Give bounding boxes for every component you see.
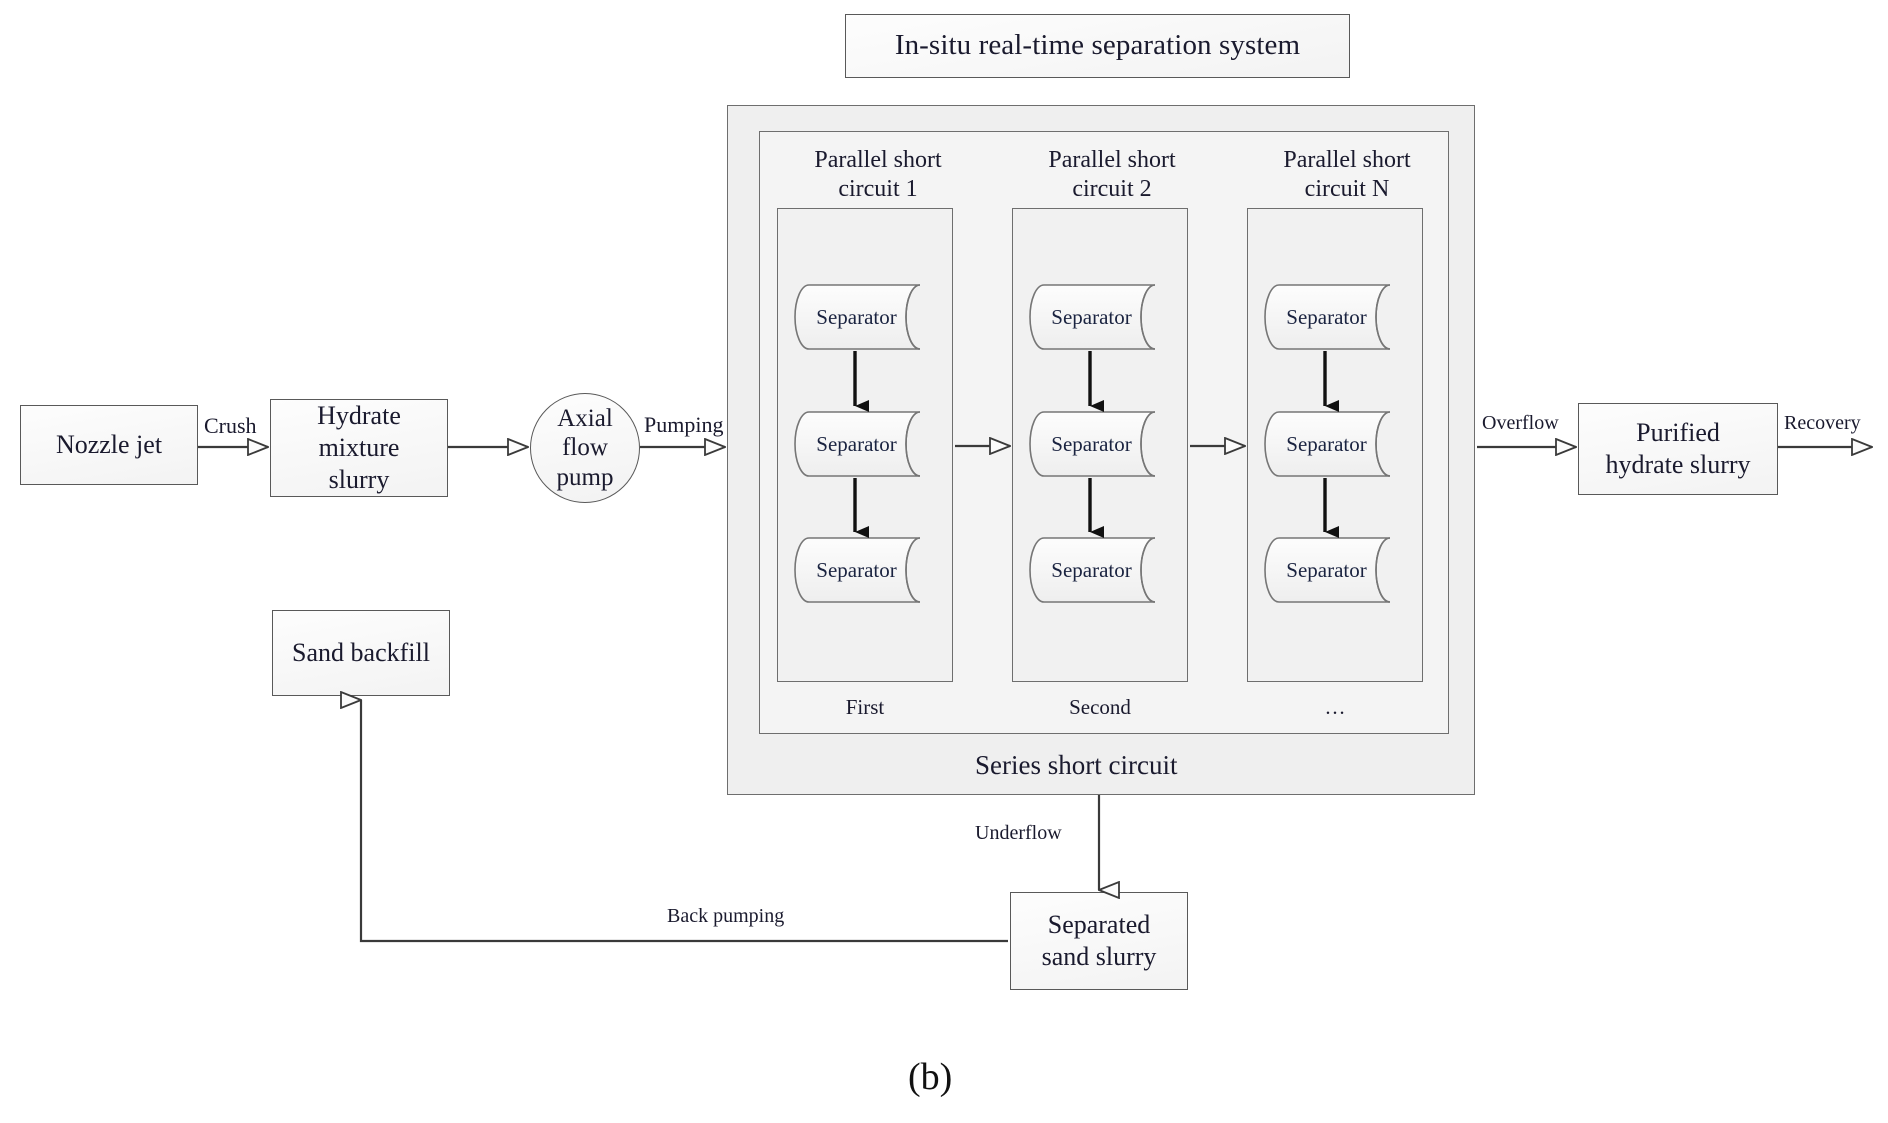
separator-c2-r2-label: Separator: [1051, 431, 1132, 456]
axial-flow-pump-node[interactable]: Axial flow pump: [530, 393, 640, 503]
separator-c2-r3[interactable]: Separator: [1028, 536, 1173, 604]
column-3-header: Parallel short circuit N: [1247, 146, 1447, 204]
separator-c1-r1-label: Separator: [816, 304, 897, 329]
column-2-caption: Second: [1069, 695, 1131, 719]
separator-c1-r1[interactable]: Separator: [793, 283, 938, 351]
purified-line-1: Purified: [1636, 418, 1720, 448]
separator-c3-r3-label: Separator: [1286, 557, 1367, 582]
column-3-header-line-1: Parallel short: [1283, 147, 1411, 173]
axial-flow-pump-label: Axial flow pump: [557, 404, 614, 493]
pump-line-1: Axial: [557, 404, 613, 432]
pump-line-2: flow: [562, 434, 608, 462]
separator-c3-r1[interactable]: Separator: [1263, 283, 1408, 351]
column-2-header: Parallel short circuit 2: [1012, 146, 1212, 204]
edge-label-overflow: Overflow: [1482, 412, 1559, 434]
separator-c2-r1-label: Separator: [1051, 304, 1132, 329]
hydrate-mixture-slurry-box[interactable]: Hydrate mixture slurry: [270, 399, 448, 497]
purified-hydrate-slurry-box[interactable]: Purified hydrate slurry: [1578, 403, 1778, 495]
edge-label-pumping: Pumping: [644, 412, 724, 437]
separator-c1-r2-label: Separator: [816, 431, 897, 456]
sandslurry-line-2: sand slurry: [1041, 942, 1157, 971]
separated-sand-slurry-label: Separated sand slurry: [1042, 909, 1157, 972]
hydrate-line-3: slurry: [328, 464, 390, 494]
hydrate-line-2: mixture: [318, 433, 400, 463]
separator-c1-r3-label: Separator: [816, 557, 897, 582]
edge-label-back-pumping: Back pumping: [667, 905, 785, 927]
hydrate-line-1: Hydrate: [317, 401, 401, 431]
edge-label-underflow: Underflow: [975, 822, 1062, 844]
separator-c2-r3-label: Separator: [1051, 557, 1132, 582]
figure-caption: (b): [908, 1056, 953, 1098]
series-short-circuit-label: Series short circuit: [975, 750, 1178, 780]
column-1-caption: First: [845, 695, 885, 719]
separator-c2-r1[interactable]: Separator: [1028, 283, 1173, 351]
edge-label-recovery: Recovery: [1784, 412, 1861, 434]
column-2-header-line-2: circuit 2: [1072, 175, 1152, 202]
sandslurry-line-1: Separated: [1047, 910, 1151, 940]
column-1-header-line-1: Parallel short: [814, 147, 942, 173]
separator-c1-r2[interactable]: Separator: [793, 410, 938, 478]
hydrate-mixture-slurry-label: Hydrate mixture slurry: [317, 400, 401, 495]
separator-c3-r2-label: Separator: [1286, 431, 1367, 456]
system-title-box: In-situ real-time separation system: [845, 14, 1350, 78]
separator-c3-r1-label: Separator: [1286, 304, 1367, 329]
column-3-header-line-2: circuit N: [1304, 175, 1390, 202]
purified-hydrate-slurry-label: Purified hydrate slurry: [1605, 417, 1750, 480]
sand-backfill-label: Sand backfill: [292, 638, 430, 668]
column-1-header: Parallel short circuit 1: [778, 146, 978, 204]
nozzle-jet-label: Nozzle jet: [55, 430, 163, 460]
pump-line-3: pump: [556, 463, 614, 491]
column-1-header-line-2: circuit 1: [838, 175, 918, 202]
separator-c3-r2[interactable]: Separator: [1263, 410, 1408, 478]
separator-c3-r3[interactable]: Separator: [1263, 536, 1408, 604]
purified-line-2: hydrate slurry: [1605, 450, 1751, 479]
edge-label-crush: Crush: [204, 413, 257, 438]
separated-sand-slurry-box[interactable]: Separated sand slurry: [1010, 892, 1188, 990]
separator-c2-r2[interactable]: Separator: [1028, 410, 1173, 478]
system-title-text: In-situ real-time separation system: [894, 29, 1301, 62]
column-2-header-line-1: Parallel short: [1048, 147, 1176, 173]
column-3-caption: …: [1324, 695, 1346, 719]
separator-c1-r3[interactable]: Separator: [793, 536, 938, 604]
nozzle-jet-box[interactable]: Nozzle jet: [20, 405, 198, 485]
sand-backfill-box[interactable]: Sand backfill: [272, 610, 450, 696]
